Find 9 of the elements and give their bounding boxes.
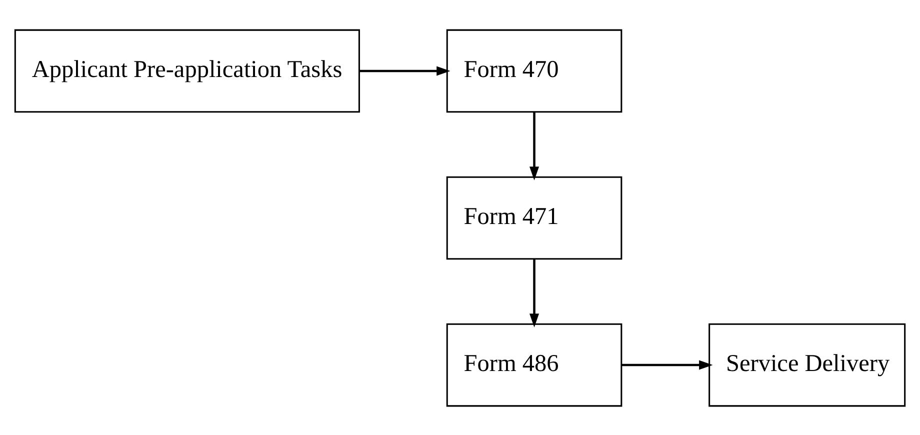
node-box: Form 470 bbox=[446, 28, 622, 112]
arrow bbox=[529, 258, 540, 327]
arrow bbox=[529, 112, 540, 180]
arrow bbox=[622, 360, 713, 370]
node-box: Form 486 bbox=[446, 322, 622, 406]
node-box: Form 471 bbox=[446, 176, 622, 260]
node-box: Applicant Pre-application Tasks bbox=[14, 28, 360, 112]
arrow bbox=[359, 66, 450, 76]
node-box: Service Delivery bbox=[708, 322, 906, 406]
